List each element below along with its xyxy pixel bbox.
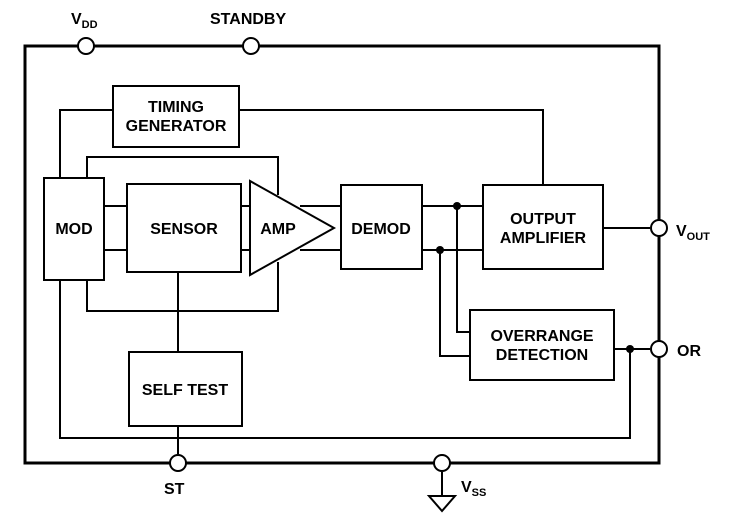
sensor-label: SENSOR (150, 221, 218, 238)
timing-generator-block: TIMING GENERATOR (112, 85, 240, 148)
timing-generator-label-2: GENERATOR (126, 118, 227, 135)
amp-label: AMP (260, 221, 296, 238)
wires (59, 109, 650, 496)
vout-label: VOUT (676, 223, 710, 243)
or-pin (650, 340, 668, 358)
self-test-block: SELF TEST (128, 351, 243, 427)
amp-block: AMP (249, 179, 337, 277)
mod-block: MOD (43, 177, 105, 281)
junction-dot (626, 345, 634, 353)
junction-dot (453, 202, 461, 210)
st-pin (169, 454, 187, 472)
mod-label: MOD (55, 221, 92, 238)
self-test-label: SELF TEST (142, 382, 228, 399)
standby-pin (242, 37, 260, 55)
sensor-block: SENSOR (126, 183, 242, 273)
standby-label: STANDBY (210, 11, 286, 28)
pins (77, 37, 668, 472)
output-amplifier-label-2: AMPLIFIER (500, 230, 587, 247)
chip-outline (23, 44, 661, 465)
junction-dot (436, 246, 444, 254)
junction-dots (436, 202, 634, 353)
vss-label: VSS (461, 479, 486, 499)
st-label: ST (164, 481, 185, 498)
or-label: OR (677, 343, 701, 360)
demod-label: DEMOD (351, 221, 411, 238)
vout-pin (650, 219, 668, 237)
overrange-detection-block: OVERRANGE DETECTION (469, 309, 615, 381)
timing-generator-label-1: TIMING (148, 99, 204, 116)
vdd-pin (77, 37, 95, 55)
vss-pin (433, 454, 451, 472)
overrange-detection-label-1: OVERRANGE (490, 328, 593, 345)
output-amplifier-block: OUTPUT AMPLIFIER (482, 184, 604, 270)
vdd-label: VDD (71, 11, 98, 31)
overrange-detection-label-2: DETECTION (496, 347, 588, 364)
demod-block: DEMOD (340, 184, 423, 270)
ground-icon (426, 495, 458, 513)
output-amplifier-label-1: OUTPUT (510, 211, 576, 228)
